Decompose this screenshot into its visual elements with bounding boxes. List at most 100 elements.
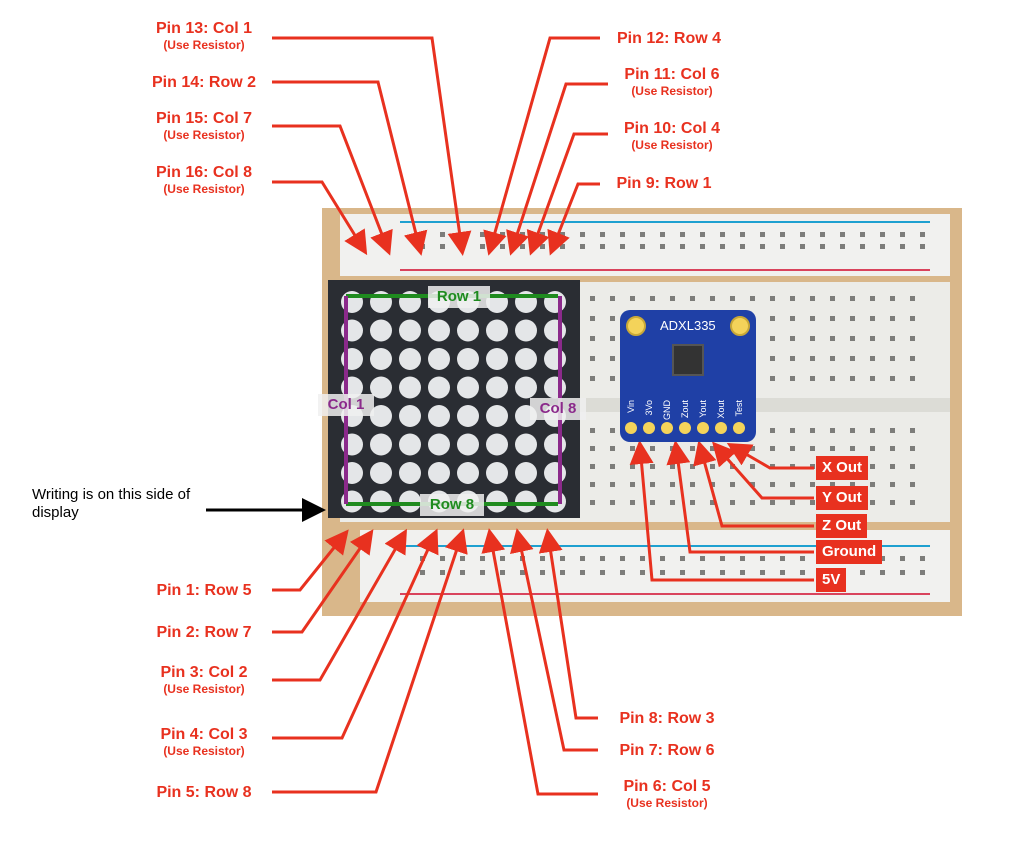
breadboard-hole (890, 356, 895, 361)
breadboard-hole (420, 570, 425, 575)
breadboard-hole (760, 232, 765, 237)
breadboard-hole (830, 336, 835, 341)
led-dot (370, 490, 392, 513)
breadboard-hole (770, 316, 775, 321)
pin-14-label: Pin 14: Row 2 (151, 74, 257, 91)
breadboard-hole (560, 232, 565, 237)
breadboard-hole (800, 556, 805, 561)
breadboard-hole (610, 296, 615, 301)
breadboard-hole (840, 232, 845, 237)
breadboard-hole (820, 244, 825, 249)
breadboard-hole (630, 482, 635, 487)
pin-7-label: Pin 7: Row 6 (619, 742, 715, 759)
breadboard-hole (830, 446, 835, 451)
breadboard-hole (870, 376, 875, 381)
breadboard-hole (540, 556, 545, 561)
breadboard-hole (810, 428, 815, 433)
breadboard-hole (710, 446, 715, 451)
breadboard-hole (890, 464, 895, 469)
breadboard-hole (830, 482, 835, 487)
breadboard-hole (560, 570, 565, 575)
breadboard-hole (520, 570, 525, 575)
breadboard-hole (810, 356, 815, 361)
pin-10-label: Pin 10: Col 4(Use Resistor) (623, 120, 721, 152)
breadboard-hole (480, 232, 485, 237)
x-out-label: X Out (816, 456, 868, 480)
breadboard-hole (590, 482, 595, 487)
breadboard-hole (740, 244, 745, 249)
breadboard-hole (830, 428, 835, 433)
breadboard-hole (800, 570, 805, 575)
breadboard-hole (700, 570, 705, 575)
led-dot (428, 462, 450, 484)
breadboard-hole (860, 244, 865, 249)
row-8-label: Row 8 (420, 494, 484, 516)
breadboard-hole (660, 232, 665, 237)
breadboard-hole (630, 500, 635, 505)
pin-6-label: Pin 6: Col 5(Use Resistor) (623, 778, 711, 810)
breadboard-hole (610, 316, 615, 321)
breadboard-hole (590, 428, 595, 433)
led-dot (486, 433, 508, 456)
breadboard-hole (810, 336, 815, 341)
led-dot (428, 433, 450, 456)
breadboard-hole (670, 482, 675, 487)
led-dot (399, 433, 421, 456)
pin-1-label: Pin 1: Row 5 (156, 582, 252, 599)
breadboard-hole (910, 316, 915, 321)
breadboard-hole (700, 244, 705, 249)
breadboard-hole (890, 376, 895, 381)
breadboard-hole (900, 232, 905, 237)
breadboard-hole (870, 446, 875, 451)
sensor-pin-label: 3Vo (644, 400, 654, 416)
led-dot (515, 348, 537, 370)
breadboard-hole (850, 446, 855, 451)
pin-3-label: Pin 3: Col 2(Use Resistor) (160, 664, 248, 696)
breadboard-hole (580, 570, 585, 575)
led-dot (457, 462, 479, 484)
led-dot (370, 319, 392, 342)
breadboard-hole (690, 446, 695, 451)
breadboard-hole (540, 232, 545, 237)
breadboard-hole (870, 482, 875, 487)
breadboard-hole (690, 296, 695, 301)
breadboard-hole (870, 428, 875, 433)
breadboard-hole (800, 244, 805, 249)
breadboard-hole (770, 428, 775, 433)
breadboard-hole (780, 232, 785, 237)
led-dot (370, 405, 392, 427)
breadboard-hole (560, 244, 565, 249)
breadboard-hole (610, 446, 615, 451)
breadboard-hole (620, 556, 625, 561)
breadboard-hole (850, 482, 855, 487)
breadboard-hole (650, 482, 655, 487)
breadboard-hole (610, 428, 615, 433)
breadboard-hole (870, 356, 875, 361)
breadboard-hole (830, 376, 835, 381)
sensor-pad (715, 422, 727, 434)
breadboard-hole (700, 556, 705, 561)
sensor-pad (697, 422, 709, 434)
led-dot (486, 376, 508, 399)
breadboard-hole (560, 556, 565, 561)
pin-13-label: Pin 13: Col 1(Use Resistor) (155, 20, 253, 52)
breadboard-hole (540, 244, 545, 249)
col-8-label: Col 8 (530, 398, 586, 420)
breadboard-hole (500, 570, 505, 575)
breadboard-hole (910, 356, 915, 361)
sensor-pad (643, 422, 655, 434)
breadboard-hole (880, 232, 885, 237)
breadboard-hole (600, 244, 605, 249)
breadboard-hole (780, 244, 785, 249)
adxl335-sensor: ADXL335 Vin 3Vo GND Zout Yout Xout Test (620, 310, 756, 442)
breadboard-hole (660, 556, 665, 561)
breadboard-hole (750, 500, 755, 505)
breadboard-hole (790, 356, 795, 361)
breadboard-hole (630, 296, 635, 301)
breadboard-hole (650, 500, 655, 505)
sensor-pin-label: GND (662, 400, 672, 420)
breadboard-hole (920, 570, 925, 575)
breadboard-hole (790, 376, 795, 381)
breadboard-hole (460, 556, 465, 561)
breadboard-hole (640, 556, 645, 561)
